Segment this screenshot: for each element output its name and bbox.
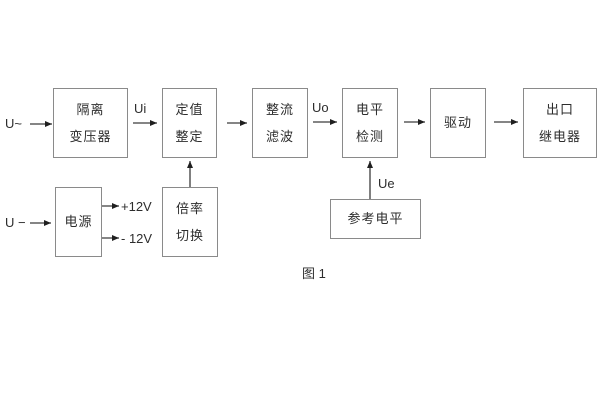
box-label: 出口: [545, 101, 574, 117]
box-reference-level: 参考电平: [330, 199, 421, 239]
box-label: 电源: [64, 214, 93, 229]
box-power-supply: 电源: [55, 187, 102, 257]
box-ratio-switch: 倍率 切换: [162, 187, 218, 257]
label-ui: Ui: [134, 101, 147, 116]
box-level-detection: 电平 检测: [342, 88, 398, 158]
box-label: 定值: [175, 101, 204, 117]
box-label: 整流: [265, 101, 294, 117]
box-label: 切换: [175, 227, 204, 243]
box-label: 检测: [355, 128, 384, 144]
label-uo: Uo: [312, 100, 329, 115]
box-label: 整定: [175, 128, 204, 144]
box-label: 变压器: [69, 128, 112, 144]
label-ue: Ue: [378, 176, 395, 191]
box-label: 滤波: [265, 128, 294, 144]
box-isolation-transformer: 隔离 变压器: [53, 88, 128, 158]
box-drive: 驱动: [430, 88, 486, 158]
box-label: 隔离: [76, 101, 105, 117]
box-label: 参考电平: [347, 211, 404, 226]
box-setpoint-adjustment: 定值 整定: [162, 88, 217, 158]
box-label: 电平: [355, 101, 384, 117]
box-label: 倍率: [175, 200, 204, 216]
box-label: 驱动: [443, 115, 472, 130]
label-dc-input: U −: [5, 215, 26, 230]
box-label: 继电器: [538, 128, 581, 144]
label-ac-input: U~: [5, 116, 22, 131]
box-output-relay: 出口 继电器: [523, 88, 597, 158]
label-minus-12v: - 12V: [121, 231, 153, 246]
caption-figure-1: 图 1: [302, 266, 326, 281]
box-rectifier-filter: 整流 滤波: [252, 88, 308, 158]
label-plus-12v: +12V: [121, 199, 152, 214]
